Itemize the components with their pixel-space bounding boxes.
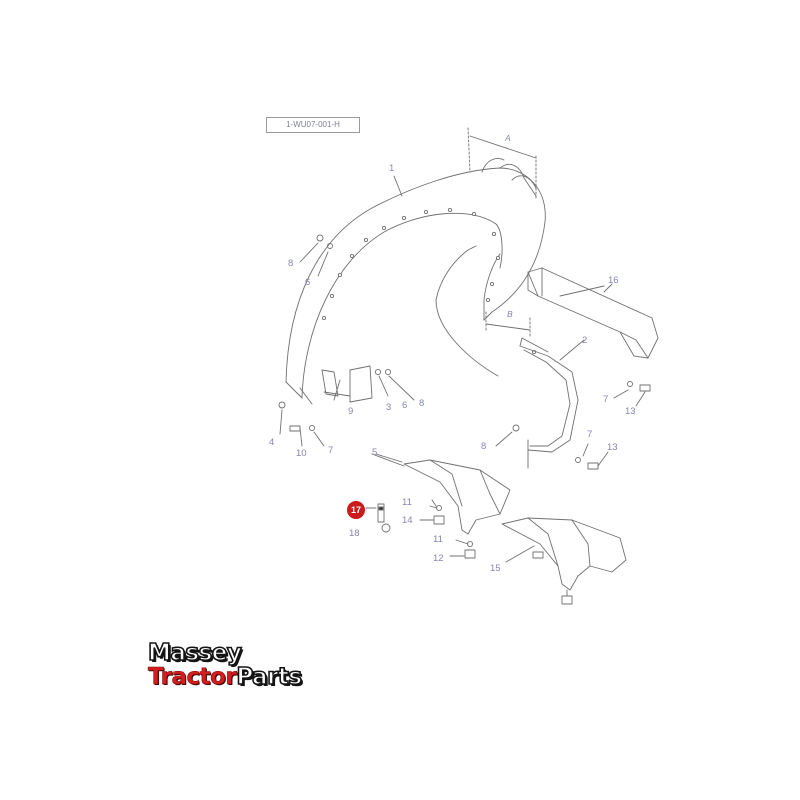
reference-code-box: 1-WU07-001-H — [266, 117, 360, 133]
logo-word-parts: Parts — [236, 664, 303, 690]
support-arm — [519, 345, 579, 453]
callout-8: 8 — [419, 398, 425, 409]
callout-11: 11 — [402, 497, 412, 508]
callout-6: 6 — [305, 277, 311, 288]
massey-tractor-parts-logo: Massey TractorParts — [147, 640, 303, 692]
fender-inner-edge — [301, 212, 503, 399]
callout-18: 18 — [349, 528, 360, 539]
callout-13: 13 — [625, 406, 636, 417]
callout-8: 8 — [481, 441, 487, 452]
callout-1: 1 — [389, 163, 395, 174]
callout-16: 16 — [608, 275, 619, 286]
callout-3: 3 — [386, 402, 392, 413]
fender-flange — [285, 381, 313, 405]
callout-8: 8 — [288, 258, 294, 269]
callout-7: 7 — [603, 394, 609, 405]
callout-4: 4 — [269, 437, 275, 448]
logo-word-massey: Massey — [147, 640, 242, 666]
callout-7: 7 — [328, 445, 334, 456]
dimension-label-b: B — [507, 309, 513, 319]
callout-5: 5 — [372, 447, 378, 458]
highlighted-part-17-badge[interactable]: 17 — [347, 501, 365, 519]
callout-13: 13 — [607, 442, 618, 453]
callout-14: 14 — [402, 515, 413, 526]
callout-2: 2 — [582, 335, 588, 346]
callout-11: 11 — [433, 534, 443, 545]
dimension-label-a: A — [505, 133, 511, 143]
guard-plate-5 — [403, 459, 511, 535]
logo-word-tractor: Tractor — [148, 664, 237, 690]
callout-9: 9 — [348, 406, 354, 417]
callout-7: 7 — [587, 429, 593, 440]
callout-15: 15 — [490, 563, 501, 574]
callout-12: 12 — [433, 553, 444, 564]
callout-6: 6 — [402, 400, 408, 411]
callout-10: 10 — [296, 448, 307, 459]
fender-outline — [285, 167, 546, 383]
